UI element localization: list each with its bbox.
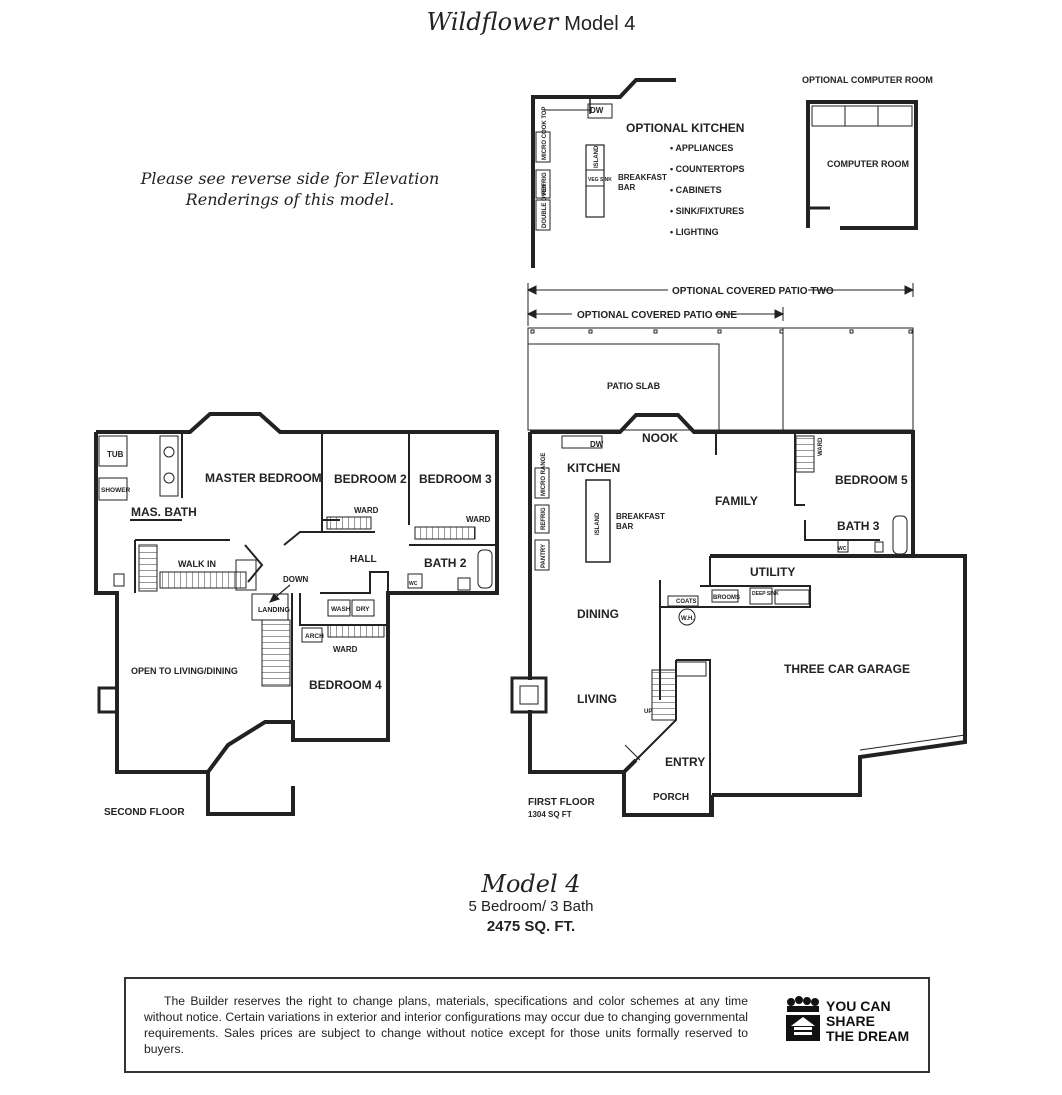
kitchen-label: KITCHEN [567,461,620,475]
arch-label: ARCH [305,633,324,640]
opt-kitchen-breakfast: BREAKFAST [618,173,667,182]
ff-up: UP [644,709,652,715]
opt-kitchen-item-3: • CABINETS [670,185,722,195]
patio-slab [527,327,914,431]
disclaimer-box: The Builder reserves the right to change… [124,977,930,1073]
ff-wc: WC [838,546,847,552]
master-bedroom-label: MASTER BEDROOM [205,471,322,485]
computer-room-label: COMPUTER ROOM [827,159,909,169]
first-floor-sqft: 1304 SQ FT [528,810,572,819]
ff-island: ISLAND [595,512,601,535]
reverse-side-note: Please see reverse side for Elevation Re… [130,168,450,210]
first-floor-interior [510,432,966,815]
bedroom4-label: BEDROOM 4 [309,678,382,692]
opt-kitchen-veg-sink: VEG SINK [588,177,612,183]
garage-label: THREE CAR GARAGE [784,662,910,676]
tub-label: TUB [107,450,124,459]
opt-kitchen-micro: MICRO COOK TOP [542,106,548,160]
ff-pantry: PANTRY [541,544,547,568]
opt-kitchen-title: OPTIONAL KITCHEN [626,121,744,135]
eho-slogan: YOU CAN SHARE THE DREAM [826,999,909,1044]
opt-computer-title: OPTIONAL COMPUTER ROOM [802,75,933,85]
title-plain: Model 4 [564,13,636,35]
note-line-2: Renderings of this model. [185,190,395,209]
shower-label: SHOWER [101,487,131,494]
ff-deep-sink: DEEP SINK [752,591,779,597]
patio-dimension-lines [526,283,915,326]
second-floor-labels: MASTER BEDROOM BEDROOM 2 BEDROOM 3 MAS. … [101,450,492,818]
bedroom3-label: BEDROOM 3 [419,472,492,486]
mas-bath-label: MAS. BATH [131,505,197,519]
patio-one-label: OPTIONAL COVERED PATIO ONE [577,310,737,321]
dining-label: DINING [577,607,619,621]
hall-label: HALL [350,554,377,565]
walk-in-label: WALK IN [178,559,216,569]
second-floor-caption: SECOND FLOOR [104,807,185,818]
ff-dw: DW [590,440,604,449]
title-script: Wildflower [426,8,559,36]
ff-refrig: REFRIG [541,507,547,530]
opt-kitchen-item-5: • LIGHTING [670,227,719,237]
bedroom2-label: BEDROOM 2 [334,472,407,486]
opt-kitchen-item-2: • COUNTERTOPS [670,164,745,174]
optional-kitchen-plan [531,78,676,268]
disclaimer-text: The Builder reserves the right to change… [144,994,748,1056]
ff-wh: W.H. [681,616,694,622]
living-label: LIVING [577,692,617,706]
patio-two-label: OPTIONAL COVERED PATIO TWO [672,286,834,297]
eho-line-3: THE DREAM [826,1028,910,1044]
equal-housing-house-icon [786,996,820,1041]
ward-bed3-label: WARD [466,515,491,524]
model-name: Model 4 [481,870,581,898]
opt-kitchen-double-oven: DOUBLE OVEN [542,184,548,228]
floor-plan: DW MICRO COOK TOP REFRIG DOUBLE OVEN ISL… [94,75,967,819]
wash-label: WASH [331,606,351,613]
model-bed-bath: 5 Bedroom/ 3 Bath [468,898,594,915]
second-floor-fixtures [98,435,493,687]
down-label: DOWN [283,575,309,584]
ff-bar: BAR [616,522,634,531]
opt-kitchen-item-1: • APPLIANCES [670,143,733,153]
landing-label: LANDING [258,607,290,614]
porch-label: PORCH [653,792,689,803]
stair-arrow [269,584,291,603]
opt-kitchen-dw: DW [590,106,604,115]
utility-label: UTILITY [750,565,795,579]
ff-ward: WARD [818,437,824,456]
entry-label: ENTRY [665,755,705,769]
eho-line-1: YOU CAN [826,998,891,1014]
sf-wc: WC [409,581,418,587]
model-summary: Model 4 5 Bedroom/ 3 Bath 2475 SQ. FT. [0,870,1062,938]
patio-posts [530,329,913,334]
opt-kitchen-item-4: • SINK/FIXTURES [670,206,744,216]
eho-line-2: SHARE [826,1013,876,1029]
opt-kitchen-bar: BAR [618,183,636,192]
family-label: FAMILY [715,494,758,508]
second-floor-walls [94,412,499,816]
dry-label: DRY [356,606,370,613]
ward-bed2-label: WARD [354,506,379,515]
bath2-label: BATH 2 [424,556,467,570]
nook-label: NOOK [642,431,678,445]
bath3-label: BATH 3 [837,519,880,533]
patio-slab-label: PATIO SLAB [607,381,661,391]
note-line-1: Please see reverse side for Elevation [140,169,440,188]
ff-brooms: BROOMS [713,595,740,601]
ff-micro-range: MICRO RANGE [541,453,547,496]
opt-kitchen-refrig: REFRIG [542,172,548,195]
equal-housing-logo: YOU CAN SHARE THE DREAM [784,995,924,1055]
optional-computer-room-plan [806,100,918,230]
ff-breakfast: BREAKFAST [616,512,665,521]
open-to-label: OPEN TO LIVING/DINING [131,666,238,676]
first-floor-caption: FIRST FLOOR [528,797,595,808]
opt-kitchen-island: ISLAND [594,145,600,168]
model-sqft: 2475 SQ. FT. [486,918,576,935]
first-floor-labels: NOOK KITCHEN FAMILY BEDROOM 5 BATH 3 UTI… [528,431,910,819]
ward-bed4-label: WARD [333,645,358,654]
ff-coats: COATS [676,599,697,605]
first-floor-fixtures [534,435,908,721]
bedroom5-label: BEDROOM 5 [835,473,908,487]
